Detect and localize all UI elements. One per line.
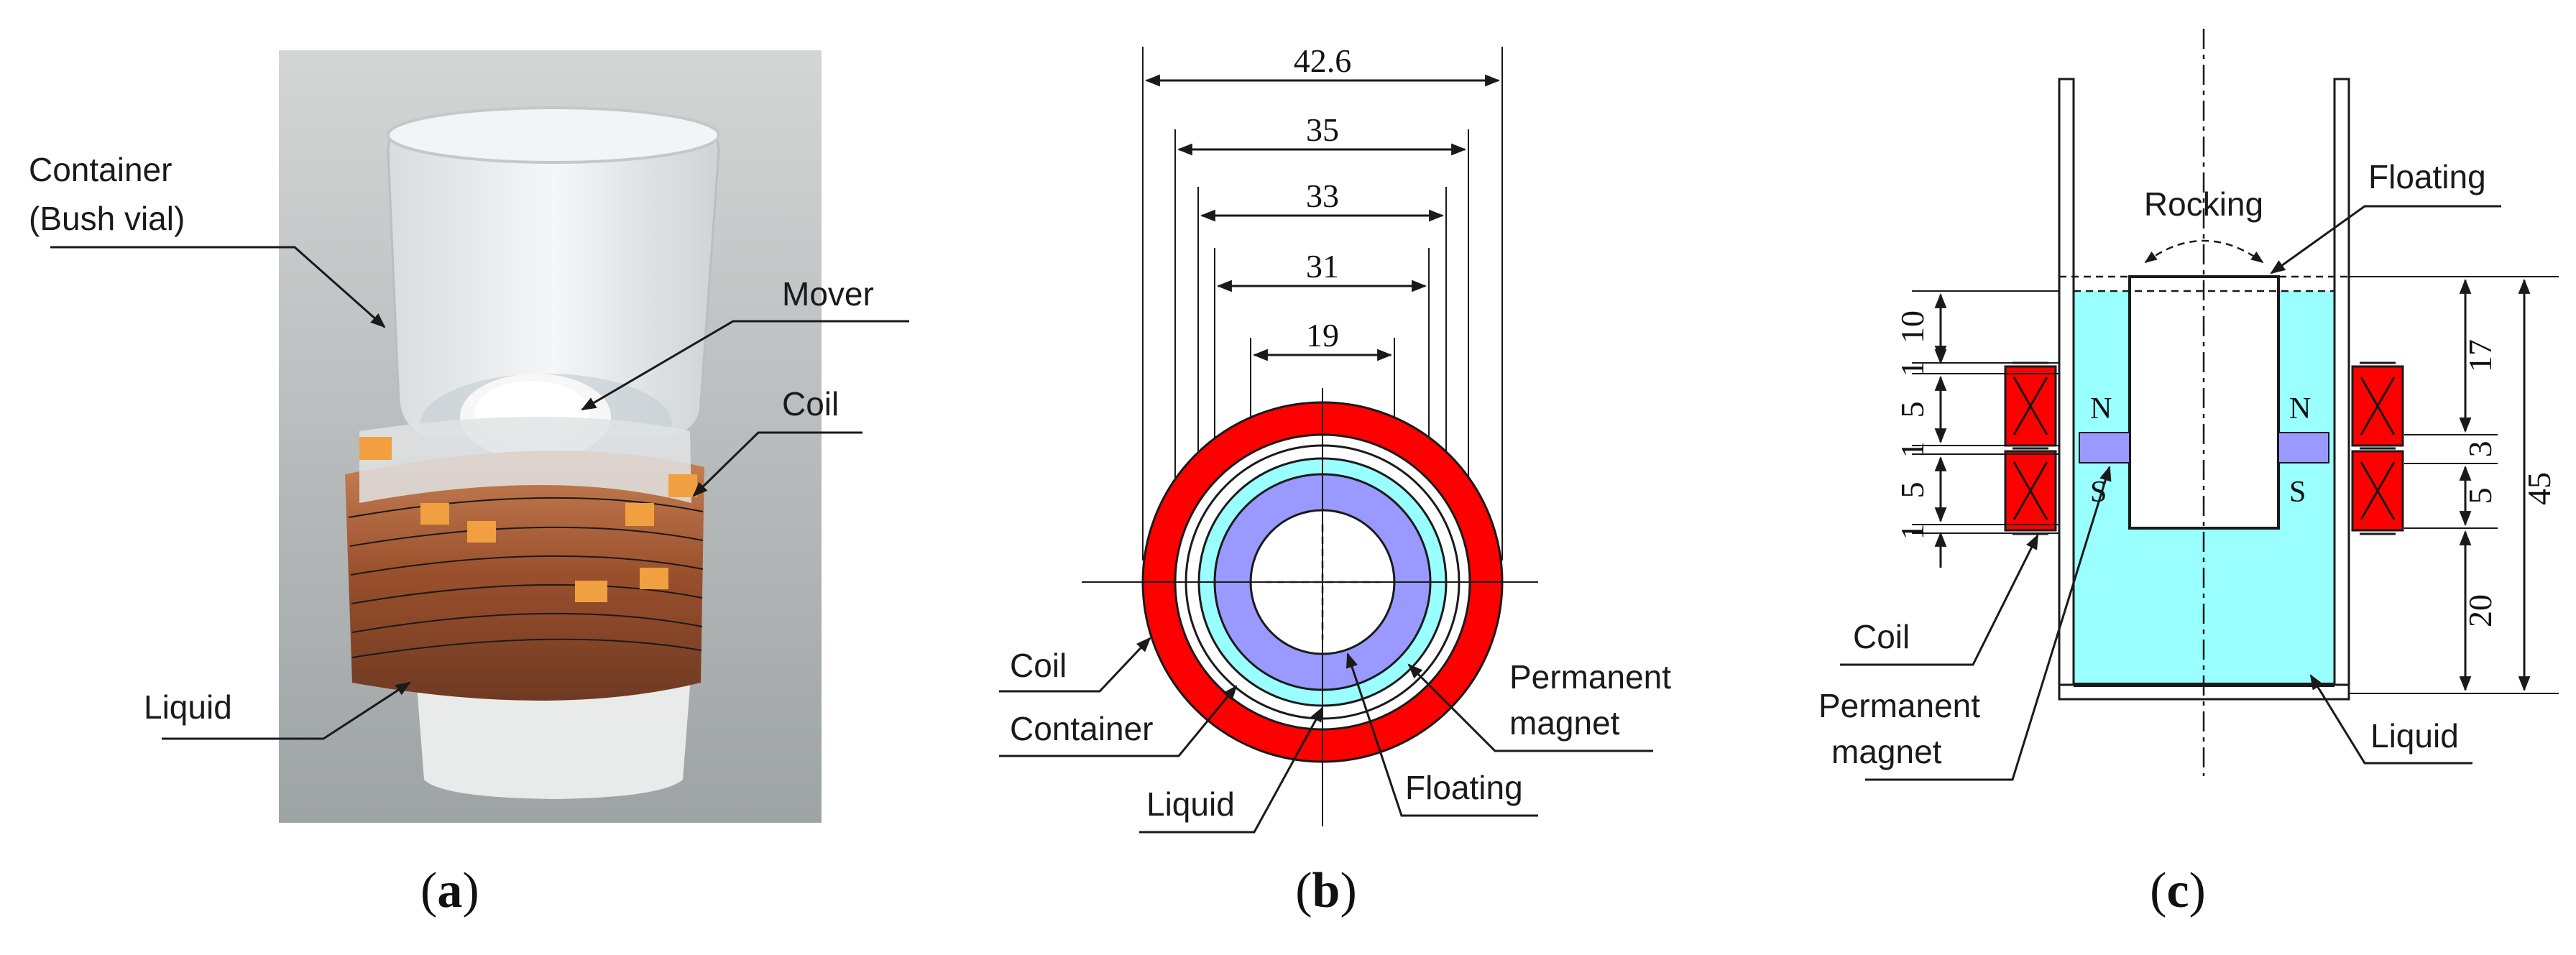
panel-a: Container (Bush vial) Mover Coil Liquid … bbox=[29, 50, 909, 918]
dim-b-4: 19 bbox=[1306, 317, 1339, 354]
label-coil-b: Coil bbox=[1010, 647, 1067, 684]
right-dim-extensions bbox=[2349, 276, 2559, 694]
leader-liquid-a bbox=[162, 681, 411, 740]
pole-n-left: N bbox=[2090, 392, 2112, 425]
magnet-left-c bbox=[2079, 432, 2130, 463]
label-container-b: Container bbox=[1010, 710, 1153, 747]
label-magnet-c-line1: Permanent bbox=[1818, 687, 1980, 724]
caption-c: (c) bbox=[2150, 863, 2206, 918]
label-container-line2: (Bush vial) bbox=[29, 200, 185, 237]
label-liquid-b: Liquid bbox=[1146, 785, 1235, 823]
label-rocking: Rocking bbox=[2144, 185, 2263, 223]
leader-container-b bbox=[999, 685, 1238, 757]
panel-c: N S N S Rocking bbox=[1818, 29, 2559, 918]
leader-liquid-b bbox=[1139, 706, 1324, 834]
label-mover: Mover bbox=[782, 275, 874, 313]
dim-c-right-3: 20 bbox=[2462, 594, 2498, 627]
dim-b-2: 33 bbox=[1306, 177, 1339, 214]
leader-coil-a bbox=[692, 431, 862, 497]
pole-s-left: S bbox=[2090, 476, 2107, 509]
dim-c-right-0: 17 bbox=[2462, 339, 2498, 372]
right-dim-arrows bbox=[2459, 278, 2531, 692]
container-walls-c bbox=[2058, 78, 2350, 701]
dim-b-0: 42.6 bbox=[1294, 42, 1352, 79]
label-magnet-b-line2: magnet bbox=[1509, 704, 1620, 742]
dim-c-left-3: 1 bbox=[1894, 442, 1931, 458]
leader-coil-b bbox=[999, 637, 1151, 693]
dimension-arrows-b bbox=[1144, 74, 1501, 361]
label-floating-b: Floating bbox=[1405, 769, 1523, 806]
dim-c-left-2: 5 bbox=[1894, 402, 1931, 418]
tape-pieces bbox=[359, 437, 697, 602]
label-coil-a: Coil bbox=[782, 385, 839, 423]
pole-n-right: N bbox=[2289, 392, 2311, 425]
leader-magnet-c bbox=[1865, 465, 2112, 781]
label-liquid-c: Liquid bbox=[2370, 717, 2459, 755]
caption-b: (b) bbox=[1295, 863, 1357, 918]
label-container-line1: Container bbox=[29, 151, 172, 188]
dim-c-right-1: 3 bbox=[2462, 441, 2498, 458]
coils-c bbox=[2004, 361, 2404, 535]
leader-container bbox=[50, 246, 386, 328]
leader-mover bbox=[581, 320, 909, 411]
label-floating-c: Floating bbox=[2368, 158, 2486, 195]
label-magnet-b-line1: Permanent bbox=[1509, 658, 1671, 696]
leader-floating-b bbox=[1346, 652, 1538, 817]
leader-liquid-c bbox=[2309, 674, 2472, 765]
label-magnet-c-line2: magnet bbox=[1831, 733, 1942, 770]
magnet-right-c bbox=[2278, 432, 2329, 463]
label-liquid-a: Liquid bbox=[144, 688, 232, 726]
label-coil-c: Coil bbox=[1853, 618, 1910, 655]
dim-c-left-1: 1 bbox=[1894, 361, 1931, 377]
dim-c-right-2: 5 bbox=[2462, 488, 2498, 504]
dim-c-left-5: 1 bbox=[1894, 524, 1931, 540]
panel-b: 42.6 35 33 31 19 Coil Container Liquid F… bbox=[999, 42, 1671, 918]
pole-s-right: S bbox=[2289, 476, 2306, 509]
dim-c-left-0: 10 bbox=[1894, 310, 1931, 343]
dim-b-3: 31 bbox=[1306, 248, 1339, 285]
dim-c-right-4: 45 bbox=[2521, 472, 2557, 505]
leader-coil-c bbox=[1840, 534, 2039, 666]
dim-b-1: 35 bbox=[1306, 111, 1339, 148]
leader-floating-c bbox=[2270, 205, 2501, 274]
vial-photo bbox=[279, 50, 822, 823]
dim-c-left-4: 5 bbox=[1894, 482, 1931, 499]
caption-a: (a) bbox=[420, 863, 479, 918]
leader-magnet-b bbox=[1407, 663, 1653, 752]
